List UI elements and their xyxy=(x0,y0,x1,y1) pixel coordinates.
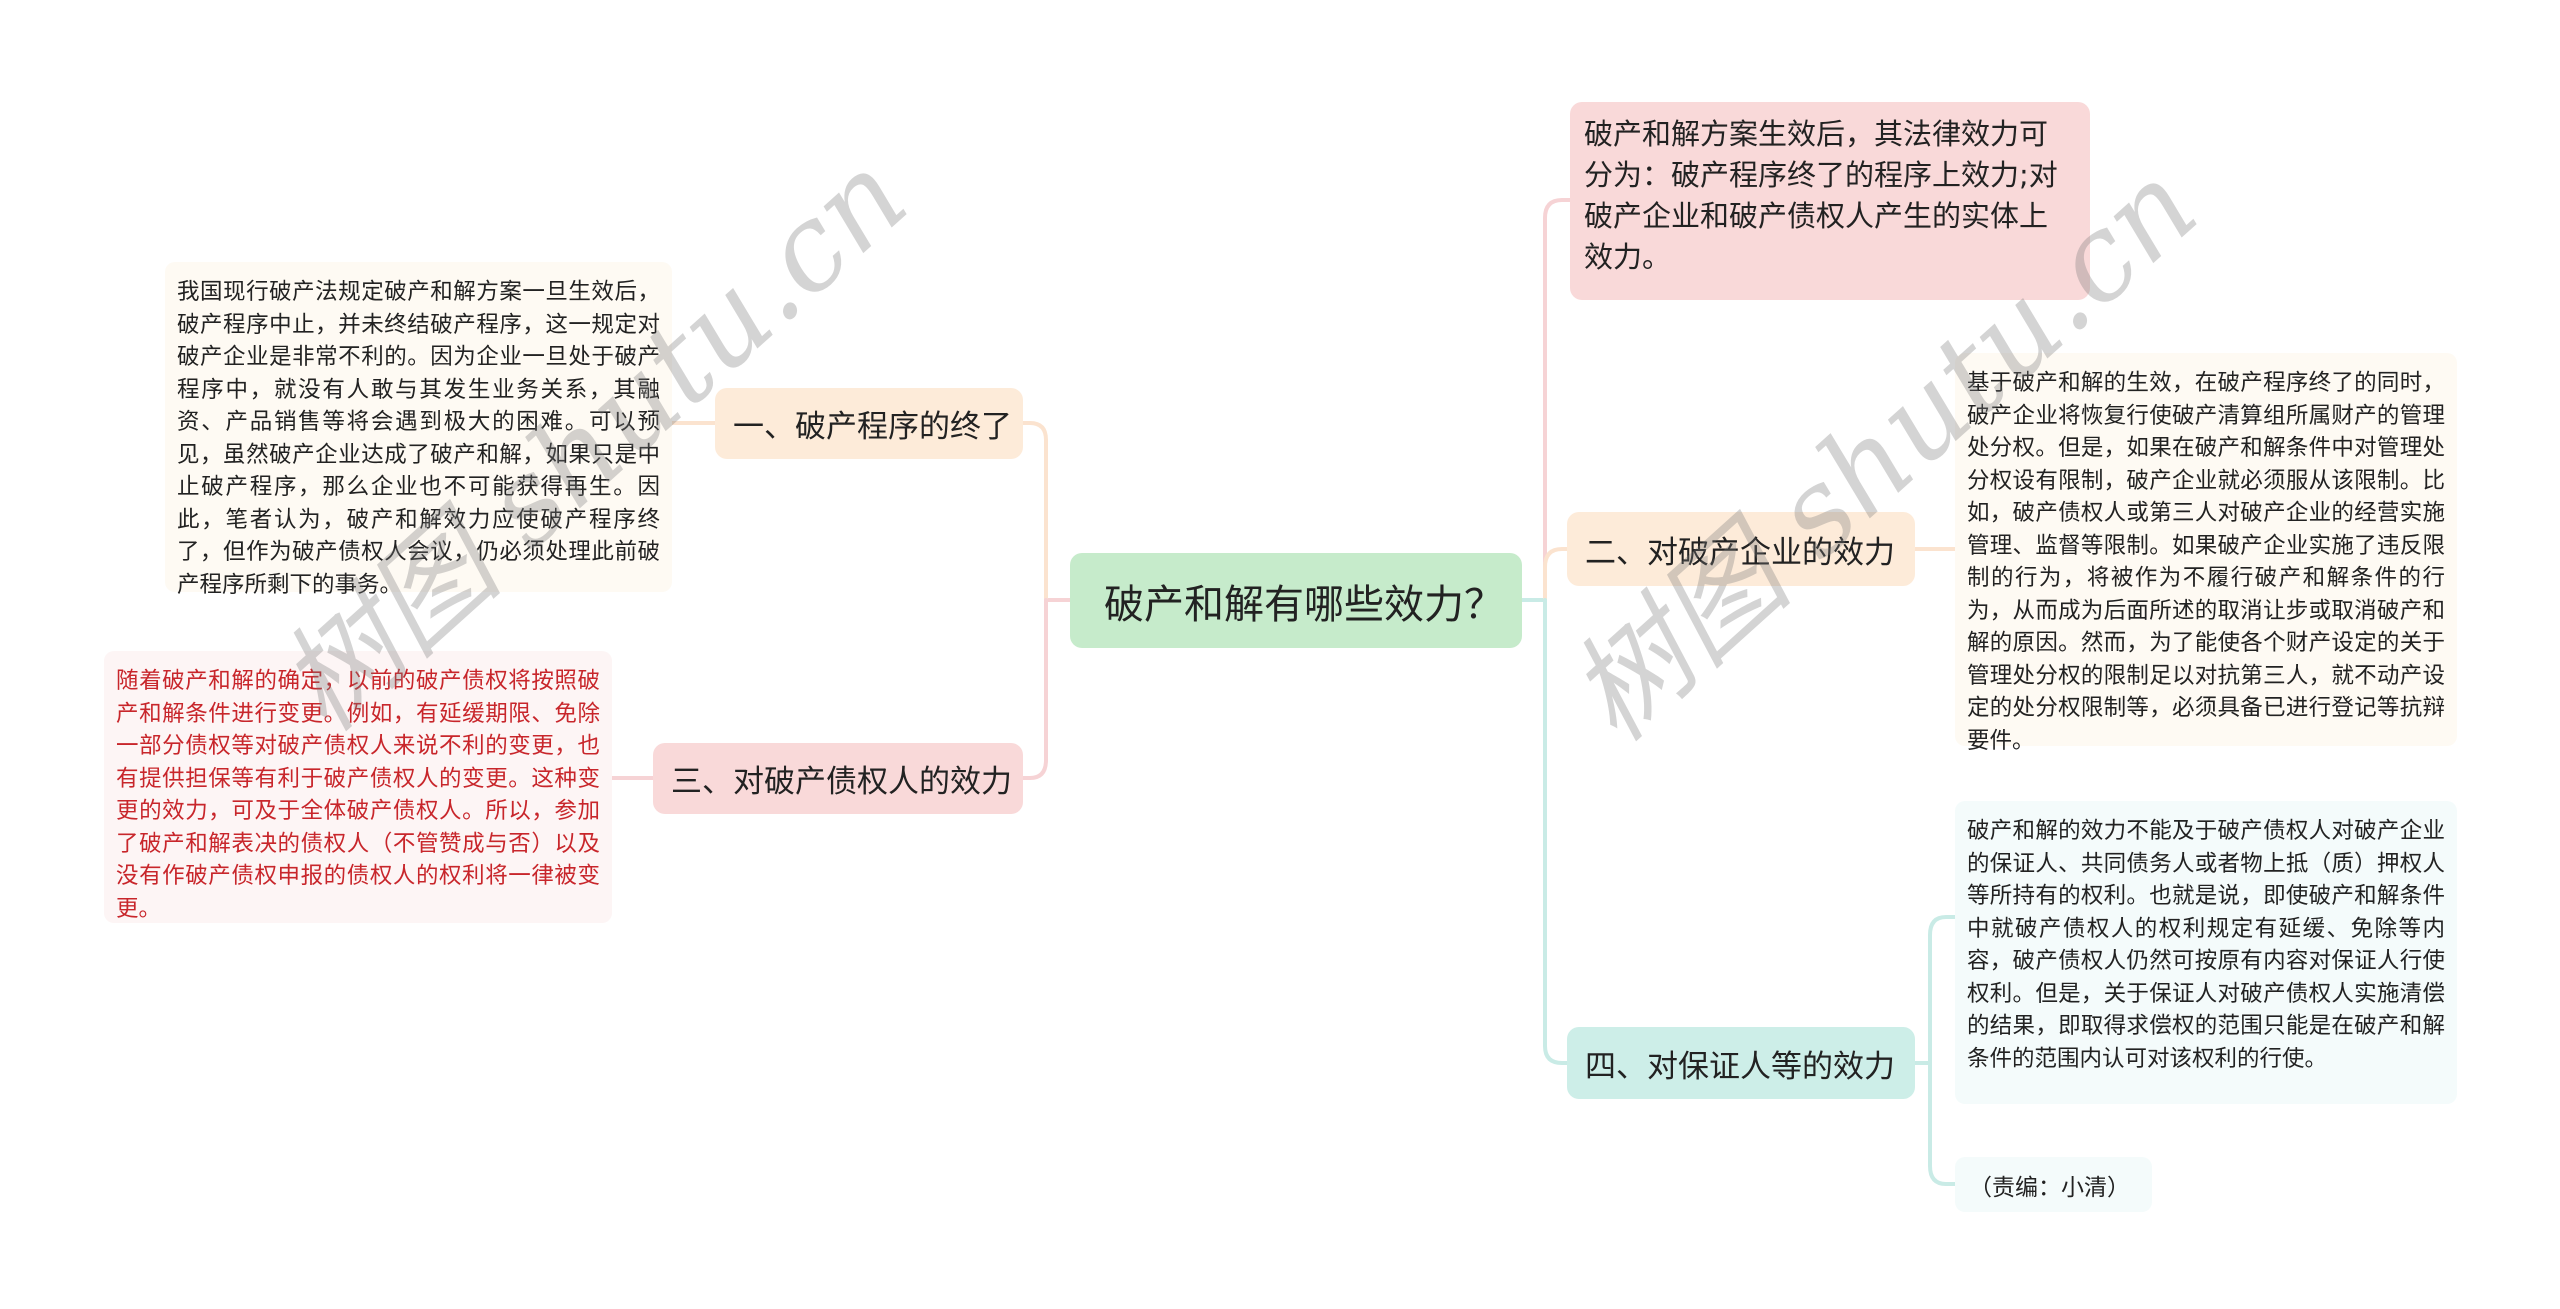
root-topic-label: 破产和解有哪些效力？ xyxy=(1104,581,1504,628)
detail-text: 基于破产和解的生效，在破产程序终了的同时，破产企业将恢复行使破产清算组所属财产的… xyxy=(1967,370,2445,754)
branch-effect-on-enterprise[interactable]: 二、对破产企业的效力 xyxy=(1567,512,1915,586)
branch-label: 三、对破产债权人的效力 xyxy=(671,764,1012,800)
detail-text: 破产和解的效力不能及于破产债权人对破产企业的保证人、共同债务人或者物上抵（质）押… xyxy=(1967,818,2445,1072)
summary-note[interactable]: 破产和解方案生效后，其法律效力可分为：破产程序终了的程序上效力;对破产企业和破产… xyxy=(1570,102,2090,300)
branch-effect-on-creditors[interactable]: 三、对破产债权人的效力 xyxy=(653,743,1023,814)
branch-effect-on-guarantors[interactable]: 四、对保证人等的效力 xyxy=(1567,1027,1915,1099)
branch-label: 四、对保证人等的效力 xyxy=(1585,1048,1895,1085)
detail-effect-on-guarantors[interactable]: 破产和解的效力不能及于破产债权人对破产企业的保证人、共同债务人或者物上抵（质）押… xyxy=(1955,801,2457,1104)
branch-procedure-termination[interactable]: 一、破产程序的终了 xyxy=(715,388,1023,459)
detail-text: 随着破产和解的确定，以前的破产债权将按照破产和解条件进行变更。例如，有延缓期限、… xyxy=(116,668,600,922)
detail-effect-on-creditors[interactable]: 随着破产和解的确定，以前的破产债权将按照破产和解条件进行变更。例如，有延缓期限、… xyxy=(104,651,612,923)
branch-label: 二、对破产企业的效力 xyxy=(1585,534,1895,571)
root-topic[interactable]: 破产和解有哪些效力？ xyxy=(1070,553,1522,648)
editor-note[interactable]: （责编：小清） xyxy=(1955,1157,2152,1212)
branch-label: 一、破产程序的终了 xyxy=(733,409,1012,445)
editor-note-text: （责编：小清） xyxy=(1969,1174,2130,1201)
detail-effect-on-enterprise[interactable]: 基于破产和解的生效，在破产程序终了的同时，破产企业将恢复行使破产清算组所属财产的… xyxy=(1955,353,2457,754)
detail-procedure-termination[interactable]: 我国现行破产法规定破产和解方案一旦生效后，破产程序中止，并未终结破产程序，这一规… xyxy=(165,262,672,598)
detail-text: 我国现行破产法规定破产和解方案一旦生效后，破产程序中止，并未终结破产程序，这一规… xyxy=(177,279,660,598)
summary-note-text: 破产和解方案生效后，其法律效力可分为：破产程序终了的程序上效力;对破产企业和破产… xyxy=(1584,117,2058,274)
